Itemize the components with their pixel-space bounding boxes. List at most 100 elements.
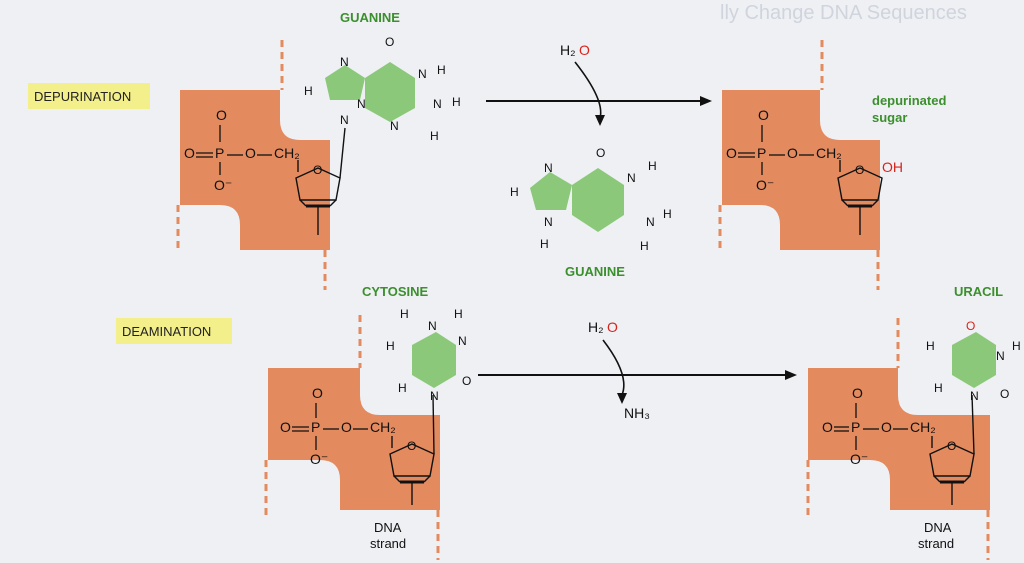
svg-text:O: O [312, 385, 323, 401]
svg-text:H: H [430, 129, 439, 143]
depurination-label-bg [28, 83, 150, 109]
cytosine-label: CYTOSINE [362, 284, 429, 299]
uracil-label: URACIL [954, 284, 1003, 299]
svg-text:O: O [881, 419, 892, 435]
svg-text:O: O [726, 145, 737, 161]
released-guanine-label: GUANINE [565, 264, 625, 279]
depurination-label: DEPURINATION [34, 89, 131, 104]
ammonia-label: NH₃ [624, 405, 650, 421]
svg-text:N: N [544, 215, 553, 229]
svg-text:CH₂: CH₂ [910, 419, 936, 435]
svg-text:P: P [311, 419, 320, 435]
svg-text:N: N [970, 389, 979, 403]
svg-text:P: P [215, 145, 224, 161]
svg-text:N: N [430, 389, 439, 403]
released-guanine: O H N N N H N H H H [510, 146, 672, 253]
svg-text:H: H [540, 237, 549, 251]
ring-oxygen: O [947, 439, 956, 453]
svg-text:O⁻: O⁻ [214, 177, 232, 193]
svg-text:N: N [996, 349, 1005, 363]
svg-text:O⁻: O⁻ [850, 451, 868, 467]
ring-oxygen: O [407, 439, 416, 453]
svg-text:O: O [966, 319, 975, 333]
dna-strand-label-right-2: strand [918, 536, 954, 551]
svg-text:O: O [216, 107, 227, 123]
background-heading: lly Change DNA Sequences [720, 2, 967, 24]
guanine-label: GUANINE [340, 10, 400, 25]
dna-strand-label-left-2: strand [370, 536, 406, 551]
sugar-ring [837, 160, 883, 235]
svg-text:CH₂: CH₂ [370, 419, 396, 435]
sugar-ring [389, 394, 435, 505]
svg-text:O: O [596, 146, 605, 160]
svg-text:H: H [926, 339, 935, 353]
deamination-label: DEAMINATION [122, 324, 211, 339]
svg-text:O: O [385, 35, 394, 49]
svg-text:O: O [1000, 387, 1009, 401]
phosphate-group: O O P O CH₂ O⁻ [280, 385, 396, 467]
svg-text:O: O [607, 319, 618, 335]
deamination-backbone-right [808, 368, 990, 510]
svg-text:CH₂: CH₂ [274, 145, 300, 161]
svg-text:O: O [822, 419, 833, 435]
deamination-backbone-left [268, 368, 440, 510]
svg-text:P: P [851, 419, 860, 435]
ring-oxygen: O [855, 163, 864, 177]
ring-oxygen: O [313, 163, 322, 177]
svg-text:N: N [458, 334, 467, 348]
svg-text:H: H [454, 307, 463, 321]
svg-text:O: O [184, 145, 195, 161]
svg-text:N: N [418, 67, 427, 81]
svg-text:N: N [433, 97, 442, 111]
svg-text:N: N [357, 97, 366, 111]
water-label: H₂ O [560, 42, 590, 58]
svg-text:H: H [386, 339, 395, 353]
uracil-base: O N H H H O N [926, 319, 1021, 403]
svg-text:P: P [757, 145, 766, 161]
svg-text:H: H [304, 84, 313, 98]
guanine-base: H N N N O N H N N H H [304, 35, 461, 143]
svg-text:N: N [646, 215, 655, 229]
dna-strand-label-right-1: DNA [924, 520, 952, 535]
depurination-backbone-left-lower [240, 205, 330, 250]
svg-text:H: H [640, 239, 649, 253]
svg-text:O⁻: O⁻ [756, 177, 774, 193]
svg-text:O: O [280, 419, 291, 435]
svg-text:O: O [579, 42, 590, 58]
svg-text:H: H [648, 159, 657, 173]
sugar-ring [295, 127, 346, 235]
svg-text:H: H [452, 95, 461, 109]
hydroxyl-group: OH [882, 159, 903, 175]
svg-text:O⁻: O⁻ [310, 451, 328, 467]
svg-text:O: O [245, 145, 256, 161]
svg-text:H: H [663, 207, 672, 221]
depurinated-sugar-label-1: depurinated [872, 93, 946, 108]
svg-text:O: O [852, 385, 863, 401]
svg-text:N: N [340, 113, 349, 127]
deamination-label-bg [116, 318, 232, 344]
sugar-ring [929, 394, 975, 505]
svg-text:H: H [398, 381, 407, 395]
svg-text:N: N [390, 119, 399, 133]
phosphate-group: O O P O CH₂ O⁻ [726, 107, 842, 193]
phosphate-group: O O P O CH₂ O⁻ [822, 385, 936, 467]
phosphate-group: O O P O CH₂ O⁻ [184, 107, 300, 193]
depurinated-sugar-label-2: sugar [872, 110, 907, 125]
svg-text:CH₂: CH₂ [816, 145, 842, 161]
svg-text:H: H [400, 307, 409, 321]
svg-text:N: N [544, 161, 553, 175]
cytosine-base: H N H H N O H N [386, 307, 471, 403]
svg-text:H₂: H₂ [560, 42, 576, 58]
water-label: H₂ O [588, 319, 618, 335]
svg-text:O: O [787, 145, 798, 161]
dna-strand-label-left-1: DNA [374, 520, 402, 535]
svg-text:N: N [340, 55, 349, 69]
arrow-head [700, 96, 712, 106]
svg-text:O: O [758, 107, 769, 123]
svg-text:H: H [510, 185, 519, 199]
svg-text:H: H [437, 63, 446, 77]
svg-text:O: O [341, 419, 352, 435]
svg-text:H: H [934, 381, 943, 395]
